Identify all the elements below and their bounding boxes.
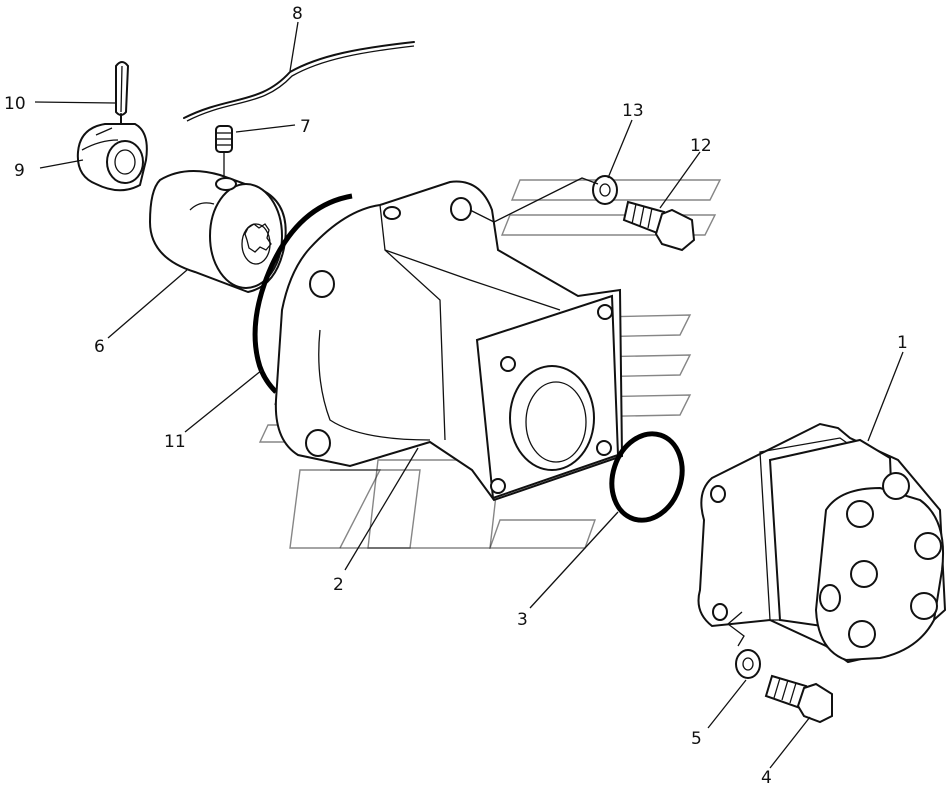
gear-pump-part: [697, 422, 947, 664]
callout-13: 13: [622, 101, 644, 121]
washer-13-part: [592, 175, 618, 205]
plug-nut-part: [76, 123, 148, 192]
callout-2: 2: [333, 575, 344, 595]
callout-10: 10: [4, 94, 26, 114]
callout-12: 12: [690, 136, 712, 156]
callout-5: 5: [691, 729, 702, 749]
callout-6: 6: [94, 337, 105, 357]
callout-3: 3: [517, 610, 528, 630]
callout-8: 8: [292, 4, 303, 24]
large-o-ring-part: [252, 193, 353, 394]
callout-9: 9: [14, 161, 25, 181]
bolt-4-part: [764, 674, 833, 724]
callout-7: 7: [300, 117, 311, 137]
small-o-ring-part: [609, 431, 685, 523]
bolt-12-part: [622, 200, 696, 252]
callout-labels: 1 2 3 4 5 6 7 8 9 10 11 12 13: [4, 4, 908, 787]
set-screw-part: [215, 125, 233, 180]
callout-11: 11: [164, 432, 186, 452]
callout-4: 4: [761, 768, 772, 787]
washer-5-part: [735, 649, 761, 679]
callout-1: 1: [897, 333, 908, 353]
wire-part: [183, 41, 415, 119]
leader-lines: [34, 21, 904, 769]
housing-part: [274, 180, 624, 502]
coupling-part: [148, 170, 287, 294]
